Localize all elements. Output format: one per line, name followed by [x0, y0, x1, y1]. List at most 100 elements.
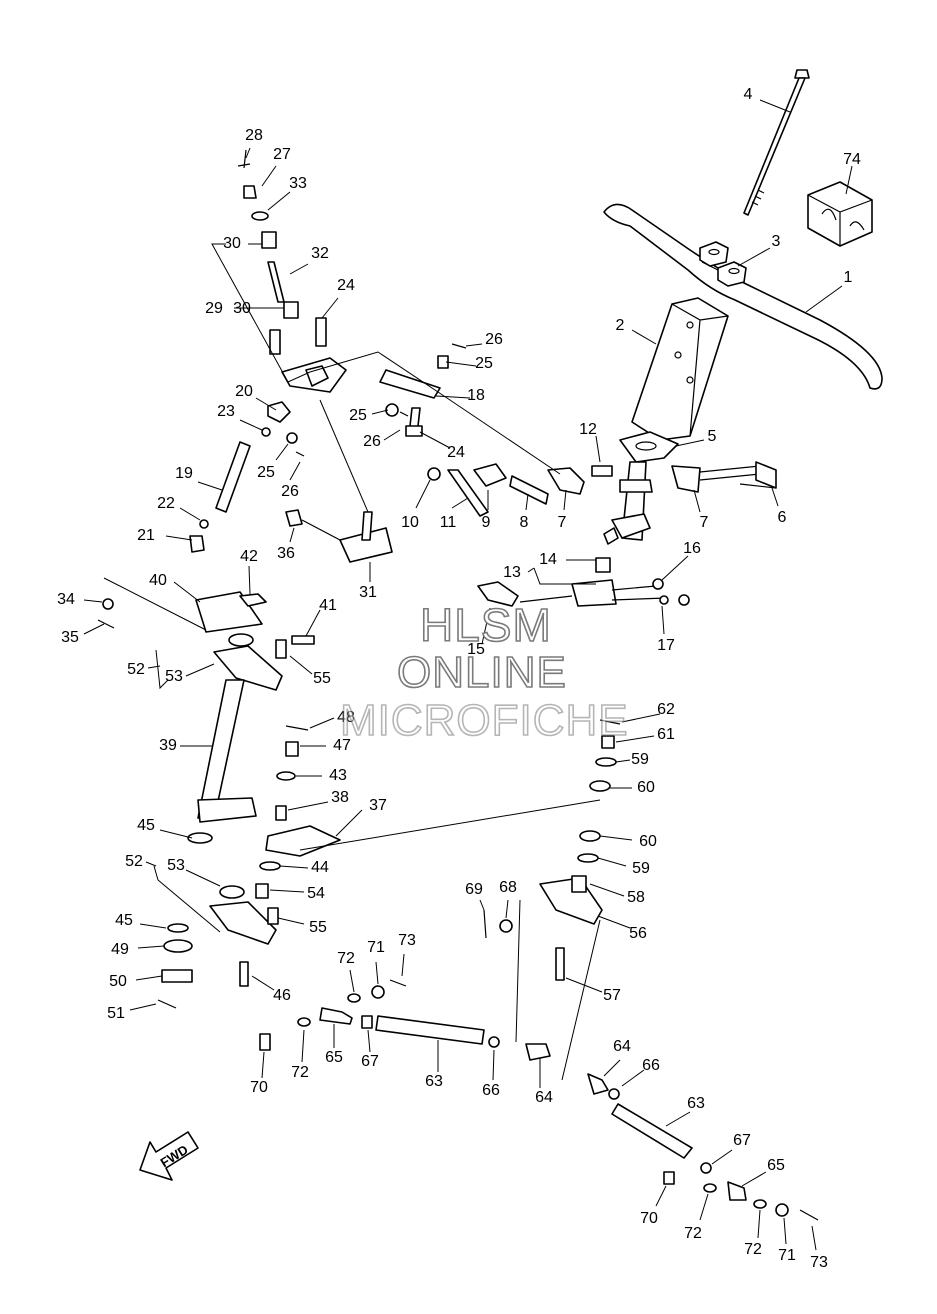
callout-73: 73: [810, 1225, 828, 1271]
callout-number: 72: [684, 1225, 702, 1242]
callout-30: 30: [223, 235, 262, 252]
callout-leader: [185, 869, 221, 887]
callout-number: 64: [535, 1089, 553, 1106]
callout-72: 72: [744, 1209, 762, 1258]
callout-number: 15: [467, 641, 485, 658]
callout-leader: [287, 801, 329, 811]
callout-9: 9: [482, 490, 491, 531]
callout-65: 65: [325, 1024, 343, 1066]
callout-leader: [783, 1217, 787, 1245]
callout-45: 45: [115, 912, 167, 929]
callout-number: 56: [629, 925, 647, 942]
callout-leader: [197, 481, 223, 491]
callout-number: 47: [333, 737, 351, 754]
callout-18: 18: [435, 387, 485, 404]
left-tie-rod-parts: [189, 401, 305, 553]
callout-number: 2: [616, 317, 625, 334]
callout-leader: [665, 1111, 691, 1127]
callout-leader: [699, 1193, 709, 1221]
callout-leader: [771, 487, 779, 507]
callout-45: 45: [137, 817, 193, 839]
callout-number: 42: [240, 548, 258, 565]
callout-number: 51: [107, 1005, 125, 1022]
steering-arm-bracket-part: [285, 509, 393, 563]
callout-56: 56: [597, 915, 647, 942]
callout-leader: [419, 431, 451, 449]
callout-number: 66: [642, 1057, 660, 1074]
callout-number: 24: [447, 444, 465, 461]
callout-12: 12: [579, 421, 601, 463]
watermark-line-3: MICROFICHE: [339, 695, 629, 746]
callout-leader: [655, 1185, 667, 1207]
callout-leader: [631, 329, 657, 345]
callout-number: 20: [235, 383, 253, 400]
callout-leader: [261, 165, 277, 187]
callout-leader: [479, 899, 485, 911]
tie-rod-parts: [259, 979, 819, 1221]
callout-28: 28: [245, 127, 263, 159]
callout-number: 22: [157, 495, 175, 512]
callout-leader: [415, 479, 431, 509]
callout-number: 52: [127, 661, 145, 678]
callout-8: 8: [520, 493, 529, 531]
callout-number: 52: [125, 853, 143, 870]
callout-number: 62: [657, 701, 675, 718]
callout-64: 64: [535, 1058, 553, 1106]
callout-number: 65: [767, 1157, 785, 1174]
callout-number: 3: [772, 233, 781, 250]
callout-63: 63: [665, 1095, 705, 1127]
callout-39: 39: [159, 737, 212, 754]
callout-48: 48: [309, 709, 355, 729]
callout-leader: [267, 191, 291, 211]
callout-15: 15: [467, 607, 491, 658]
callout-37: 37: [335, 797, 387, 837]
callout-number: 70: [640, 1210, 658, 1227]
callout-leader: [565, 977, 603, 993]
callout-leader: [603, 1059, 621, 1077]
callout-72: 72: [291, 1029, 309, 1081]
callout-17: 17: [657, 605, 675, 654]
callout-55: 55: [289, 655, 331, 687]
callout-leader: [135, 975, 163, 981]
callout-leader: [145, 861, 157, 867]
callout-leader: [179, 507, 201, 521]
callout-leader: [261, 1051, 265, 1079]
callout-number: 13: [503, 564, 521, 581]
callout-47: 47: [300, 737, 351, 754]
callout-leader: [301, 1029, 305, 1063]
callout-number: 23: [217, 403, 235, 420]
callout-number: 71: [367, 939, 385, 956]
callout-number: 40: [149, 572, 167, 589]
callout-23: 23: [217, 403, 263, 431]
callout-59: 59: [615, 751, 649, 768]
callout-leader: [289, 527, 295, 543]
callout-74: 74: [843, 151, 861, 195]
callout-leader: [492, 1049, 495, 1081]
callout-leader: [757, 1209, 761, 1239]
callout-number: 30: [223, 235, 241, 252]
callout-55: 55: [277, 917, 327, 936]
callout-leader: [165, 535, 193, 541]
callout-46: 46: [251, 975, 291, 1004]
callout-number: 26: [281, 483, 299, 500]
callout-13: 13: [503, 564, 535, 581]
callout-leader: [173, 581, 201, 603]
watermark-line-2: ONLINE: [396, 647, 567, 698]
callout-50: 50: [109, 973, 163, 990]
callout-leader: [375, 961, 379, 985]
callout-35: 35: [61, 623, 105, 646]
callout-number: 72: [337, 950, 355, 967]
callout-number: 29: [205, 300, 223, 317]
callout-number: 8: [520, 514, 529, 531]
callout-30: 30: [233, 300, 284, 317]
callout-1: 1: [805, 269, 853, 313]
callout-leader: [599, 835, 633, 841]
callout-27: 27: [261, 146, 291, 187]
callout-52: 52: [127, 661, 161, 678]
callout-leader: [279, 865, 309, 869]
callout-leader: [289, 655, 313, 675]
callout-7: 7: [693, 489, 709, 531]
callout-number: 7: [558, 514, 567, 531]
callout-number: 65: [325, 1049, 343, 1066]
